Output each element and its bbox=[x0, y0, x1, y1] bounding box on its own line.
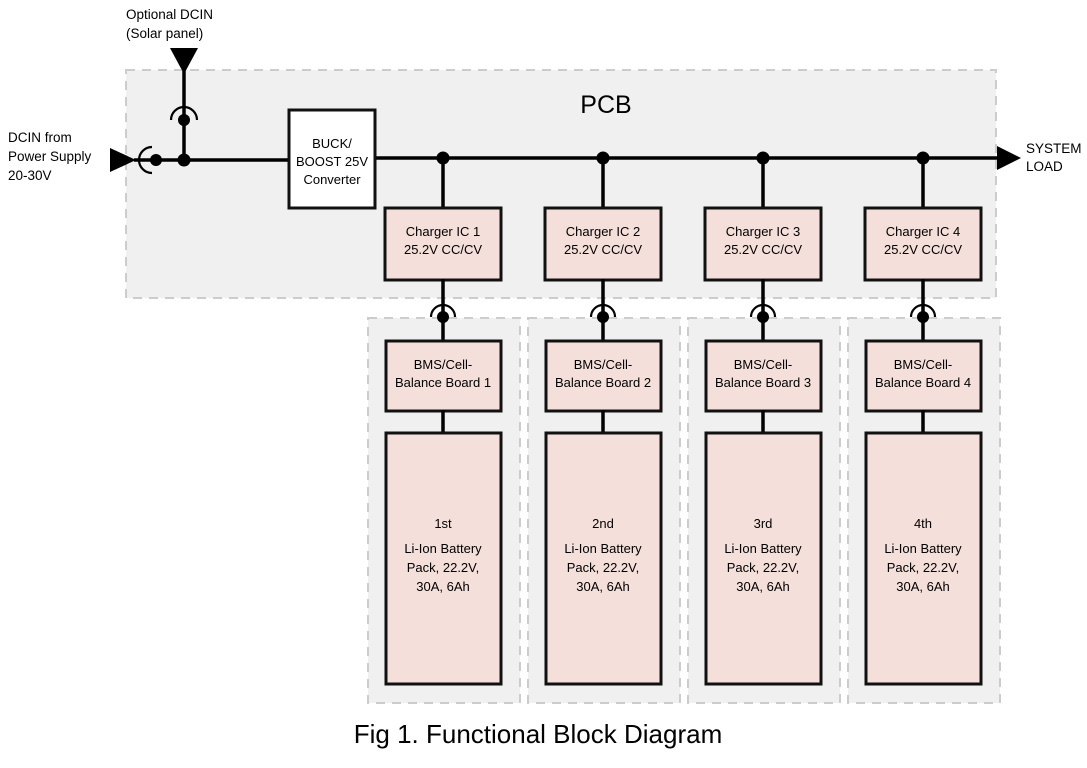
system-load-label-line1: SYSTEM bbox=[1026, 141, 1082, 156]
bms-board-label-3-line1: BMS/Cell- bbox=[734, 357, 793, 372]
battery-pack-label-3-line1: 3rd bbox=[754, 516, 773, 531]
battery-connector-icon-3 bbox=[749, 303, 777, 318]
charger-ic-label-4-line2: 25.2V CC/CV bbox=[884, 242, 962, 257]
charger-ic-label-3-line1: Charger IC 3 bbox=[726, 224, 800, 239]
battery-pack-label-1-line3: Pack, 22.2V, bbox=[407, 560, 480, 575]
system-load-arrow-icon bbox=[997, 146, 1021, 170]
battery-pack-label-1-line4: 30A, 6Ah bbox=[416, 579, 470, 594]
charger-ic-block-4 bbox=[863, 206, 983, 282]
battery-pack-block-1 bbox=[384, 431, 503, 686]
battery-pack-block-3 bbox=[704, 431, 823, 686]
battery-pack-label-3-line2: Li-Ion Battery bbox=[724, 541, 802, 556]
optional-dcin-arrow-icon bbox=[170, 48, 198, 74]
optional-dcin-label-line1: Optional DCIN bbox=[126, 7, 213, 22]
charger-ic-label-1-line2: 25.2V CC/CV bbox=[404, 242, 482, 257]
battery-pack-block-4 bbox=[864, 431, 983, 686]
battery-connector-pin-2 bbox=[597, 311, 609, 323]
battery-connector-pin-3 bbox=[757, 311, 769, 323]
battery-pack-label-2-line2: Li-Ion Battery bbox=[564, 541, 642, 556]
battery-pack-label-4-line3: Pack, 22.2V, bbox=[887, 560, 960, 575]
converter-label-line3: Converter bbox=[303, 172, 361, 187]
battery-connector-icon-4 bbox=[909, 303, 937, 318]
bms-board-block-3 bbox=[704, 339, 823, 413]
battery-connector-pin-4 bbox=[917, 311, 929, 323]
charger-ic-block-1 bbox=[383, 206, 503, 282]
battery-pack-label-4-line2: Li-Ion Battery bbox=[884, 541, 962, 556]
battery-pack-label-2-line1: 2nd bbox=[592, 516, 614, 531]
battery-pack-block-2 bbox=[544, 431, 663, 686]
bms-board-block-1 bbox=[384, 339, 503, 413]
system-load-label-line2: LOAD bbox=[1026, 159, 1063, 174]
dcin-supply-arrow-icon bbox=[110, 148, 136, 172]
battery-pack-label-3-line4: 30A, 6Ah bbox=[736, 579, 790, 594]
battery-pack-label-1-line2: Li-Ion Battery bbox=[404, 541, 482, 556]
bms-board-label-1-line1: BMS/Cell- bbox=[414, 357, 473, 372]
dcin-supply-label-line1: DCIN from bbox=[8, 130, 72, 145]
charger-ic-label-2-line1: Charger IC 2 bbox=[566, 224, 640, 239]
charger-ic-block-3 bbox=[703, 206, 823, 282]
battery-connector-pin-1 bbox=[437, 311, 449, 323]
optional-dcin-label-line2: (Solar panel) bbox=[126, 26, 203, 41]
battery-pack-label-3-line3: Pack, 22.2V, bbox=[727, 560, 800, 575]
charger-ic-label-2-line2: 25.2V CC/CV bbox=[564, 242, 642, 257]
battery-connector-icon-1 bbox=[429, 303, 457, 318]
bms-board-block-2 bbox=[544, 339, 663, 413]
charger-ic-block-2 bbox=[543, 206, 663, 282]
dcin-supply-label-line2: Power Supply bbox=[8, 149, 92, 164]
bms-board-label-3-line2: Balance Board 3 bbox=[715, 375, 811, 390]
bms-board-label-2-line2: Balance Board 2 bbox=[555, 375, 651, 390]
dcin-supply-label-line3: 20-30V bbox=[8, 168, 52, 183]
buck-boost-converter-block bbox=[287, 108, 377, 210]
battery-connector-icon-2 bbox=[589, 303, 617, 318]
figure-caption: Fig 1. Functional Block Diagram bbox=[354, 719, 722, 749]
bms-board-label-4-line2: Balance Board 4 bbox=[875, 375, 971, 390]
converter-label-line1: BUCK/ bbox=[312, 136, 352, 151]
converter-label-line2: BOOST 25V bbox=[296, 154, 368, 169]
bms-board-label-2-line1: BMS/Cell- bbox=[574, 357, 633, 372]
charger-ic-label-4-line1: Charger IC 4 bbox=[886, 224, 960, 239]
battery-pack-label-2-line4: 30A, 6Ah bbox=[576, 579, 630, 594]
charger-ic-label-1-line1: Charger IC 1 bbox=[406, 224, 480, 239]
pcb-label: PCB bbox=[580, 91, 631, 119]
battery-pack-label-2-line3: Pack, 22.2V, bbox=[567, 560, 640, 575]
battery-pack-label-4-line4: 30A, 6Ah bbox=[896, 579, 950, 594]
bms-board-label-4-line1: BMS/Cell- bbox=[894, 357, 953, 372]
optional-dcin-connector-icon bbox=[169, 105, 199, 121]
battery-pack-label-1-line1: 1st bbox=[434, 516, 452, 531]
dcin-supply-connector-icon bbox=[137, 145, 153, 175]
charger-ic-label-3-line2: 25.2V CC/CV bbox=[724, 242, 802, 257]
bms-board-label-1-line2: Balance Board 1 bbox=[395, 375, 491, 390]
battery-pack-label-4-line1: 4th bbox=[914, 516, 932, 531]
